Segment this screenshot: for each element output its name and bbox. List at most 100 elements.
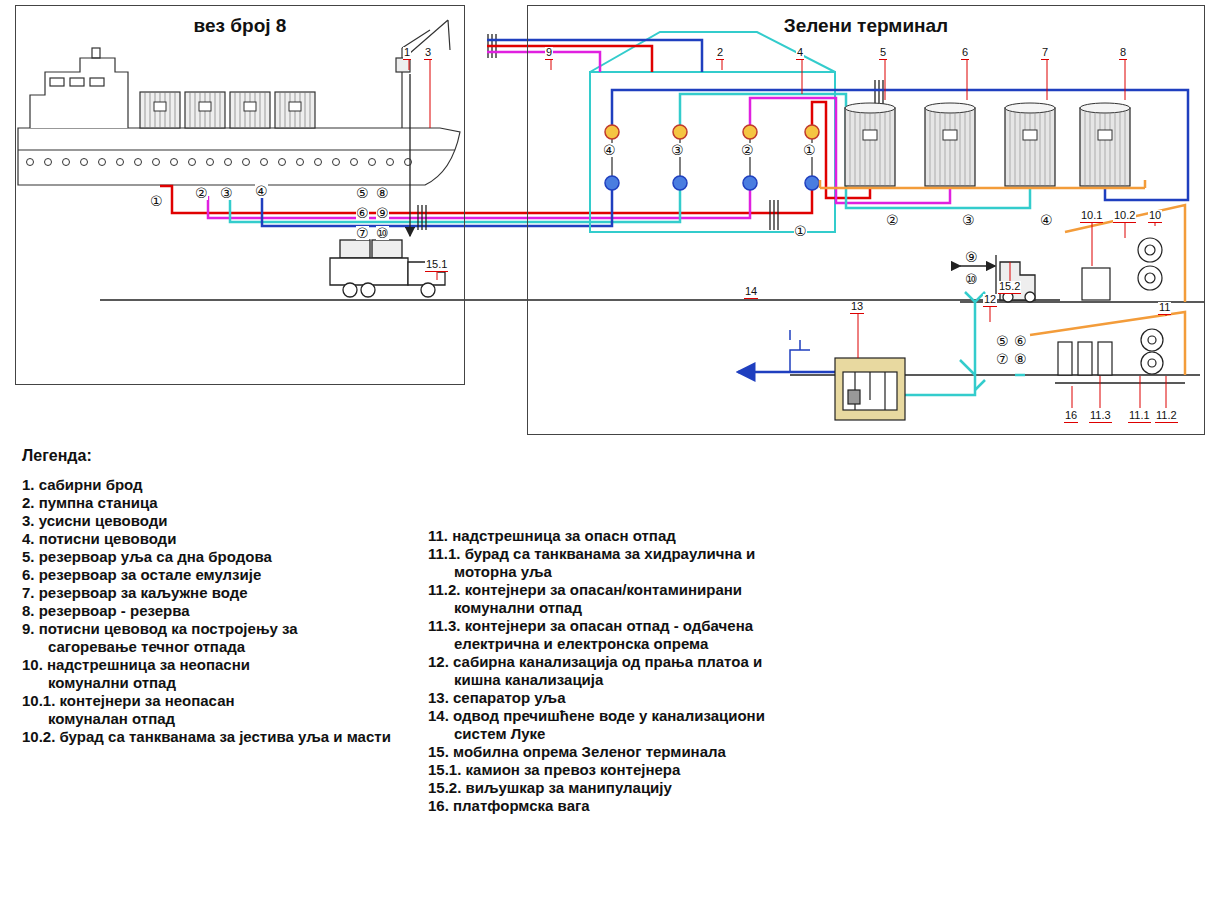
tank-plate: [1023, 130, 1037, 140]
pipe-ticks: [418, 34, 883, 230]
callout-number: 11.1: [1128, 410, 1151, 423]
porthole: [279, 159, 286, 166]
pumps: [605, 125, 819, 190]
callout-number: 3: [424, 47, 432, 60]
storage-tank: [845, 108, 895, 186]
legend-entry: 6. резервоар за остале емулзије: [22, 566, 438, 584]
tank-rib: [1025, 112, 1026, 186]
portholes: [27, 159, 412, 166]
circled-number: ⑧: [376, 186, 389, 200]
storage-tanks: [845, 103, 1130, 186]
callout-number: 10.2: [1113, 210, 1136, 223]
callout-number: 1: [403, 47, 411, 60]
tank-plate: [244, 102, 256, 111]
callout-number: 6: [961, 47, 969, 60]
circled-number: ⑧: [1014, 352, 1027, 366]
callout-number: 11.2: [1155, 410, 1178, 423]
tank-rib: [220, 92, 221, 128]
legend-entry: 10. надстрешница за неопасни комунални о…: [22, 656, 318, 692]
porthole: [153, 159, 160, 166]
tank-rib: [1050, 112, 1051, 186]
legend-entry: 11. надстрешница за опасн отпад: [428, 527, 794, 545]
tank-rib: [1100, 112, 1101, 186]
legend-entry: 1. сабирни брод: [22, 476, 438, 494]
tank-rib: [170, 92, 171, 128]
tank-rib: [960, 112, 961, 186]
deck-tank: [230, 92, 270, 128]
porthole: [207, 159, 214, 166]
tank-rib: [870, 112, 871, 186]
tank-rib: [240, 92, 241, 128]
porthole: [243, 159, 250, 166]
deck-tank: [275, 92, 315, 128]
circled-number: ③: [962, 213, 975, 227]
tank-rib: [865, 112, 866, 186]
tank-rib: [860, 112, 861, 186]
tank-rib: [1120, 112, 1121, 186]
tank-rib: [280, 92, 281, 128]
pump-station: [590, 32, 835, 232]
circled-number: ③: [671, 143, 684, 157]
deck-tanks: [140, 92, 315, 128]
area-panel: вез број 8: [15, 5, 465, 385]
callout-number: 11.3: [1089, 410, 1112, 423]
deck-tank: [140, 92, 180, 128]
callout-number: 10.1: [1080, 210, 1103, 223]
circled-number: ⑦: [356, 226, 369, 240]
tank-rib: [235, 92, 236, 128]
deck-tank: [185, 92, 225, 128]
porthole: [387, 159, 394, 166]
tank-top: [845, 103, 895, 113]
tank-rib: [1010, 112, 1011, 186]
legend-entry: 15.1. камион за превоз контејнера: [428, 761, 794, 779]
tank-rib: [265, 92, 266, 128]
leader-lines: [409, 59, 1166, 408]
callout-number: 8: [1119, 47, 1127, 60]
tank-rib: [875, 112, 876, 186]
callout-number: 7: [1041, 47, 1049, 60]
tank-plate: [154, 102, 166, 111]
tank-rib: [1015, 112, 1016, 186]
callout-number: 13: [850, 301, 864, 314]
tank-rib: [195, 92, 196, 128]
tank-plate: [863, 130, 877, 140]
tank-rib: [885, 112, 886, 186]
tank-rib: [145, 92, 146, 128]
ship: [18, 20, 460, 185]
callout-number: 14: [744, 286, 758, 299]
circled-number: ⑩: [965, 272, 978, 286]
ground-lines: [100, 300, 1205, 383]
circled-number: ②: [741, 143, 754, 157]
tank-plate: [289, 102, 301, 111]
tank-rib: [285, 92, 286, 128]
circled-number: ⑥: [1014, 334, 1027, 348]
legend-entry: 9. потисни цевовод ка постројењу за саго…: [22, 620, 318, 656]
panel-title: вез број 8: [16, 15, 464, 37]
tank-rib: [150, 92, 151, 128]
tank-rib: [850, 112, 851, 186]
porthole: [81, 159, 88, 166]
tank-rib: [890, 112, 891, 186]
circled-number: ⑦: [996, 352, 1009, 366]
tank-rib: [1085, 112, 1086, 186]
tank-rib: [1115, 112, 1116, 186]
tank-top: [1080, 103, 1130, 113]
pump-symbol: [805, 125, 819, 139]
circled-number: ⑥: [356, 206, 369, 220]
legend-entry: 16. платформска вага: [428, 797, 794, 815]
porthole: [351, 159, 358, 166]
discharge-pipelines: [487, 40, 1188, 208]
callout-number: 16: [1064, 410, 1078, 423]
callout-number: 11: [1158, 302, 1171, 315]
legend-entry: 5. резервоар уља са дна бродова: [22, 548, 438, 566]
porthole: [99, 159, 106, 166]
legend-column: 11. надстрешница за опасн отпад11.1. бур…: [428, 527, 804, 815]
circled-number: ⑤: [356, 186, 369, 200]
tank-rib: [1040, 112, 1041, 186]
circled-number: ⑩: [376, 226, 389, 240]
porthole: [333, 159, 340, 166]
legend-entry: 7. резервоар за каљужне воде: [22, 584, 438, 602]
tank-plate: [1098, 130, 1112, 140]
waste-containers: [1058, 238, 1163, 375]
callout-number: 12: [983, 294, 997, 307]
